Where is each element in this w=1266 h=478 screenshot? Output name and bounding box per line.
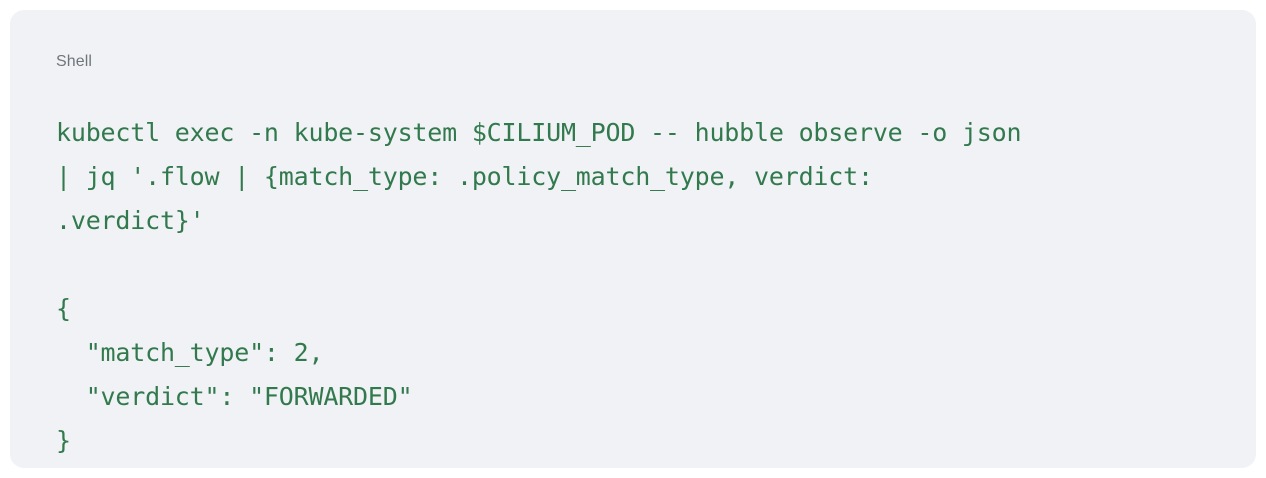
code-line: "match_type": 2, xyxy=(56,338,324,367)
code-language-label: Shell xyxy=(56,53,93,70)
code-line: | jq '.flow | {match_type: .policy_match… xyxy=(56,162,873,191)
code-line: .verdict}' xyxy=(56,206,205,235)
code-line-blank xyxy=(56,243,1228,287)
code-line: { xyxy=(56,294,71,323)
code-line: } xyxy=(56,426,71,455)
code-line: kubectl exec -n kube-system $CILIUM_POD … xyxy=(56,118,1022,147)
code-line: "verdict": "FORWARDED" xyxy=(56,382,413,411)
code-content[interactable]: kubectl exec -n kube-system $CILIUM_POD … xyxy=(56,111,1228,463)
shell-code-block-card: Shell kubectl exec -n kube-system $CILIU… xyxy=(10,10,1256,468)
